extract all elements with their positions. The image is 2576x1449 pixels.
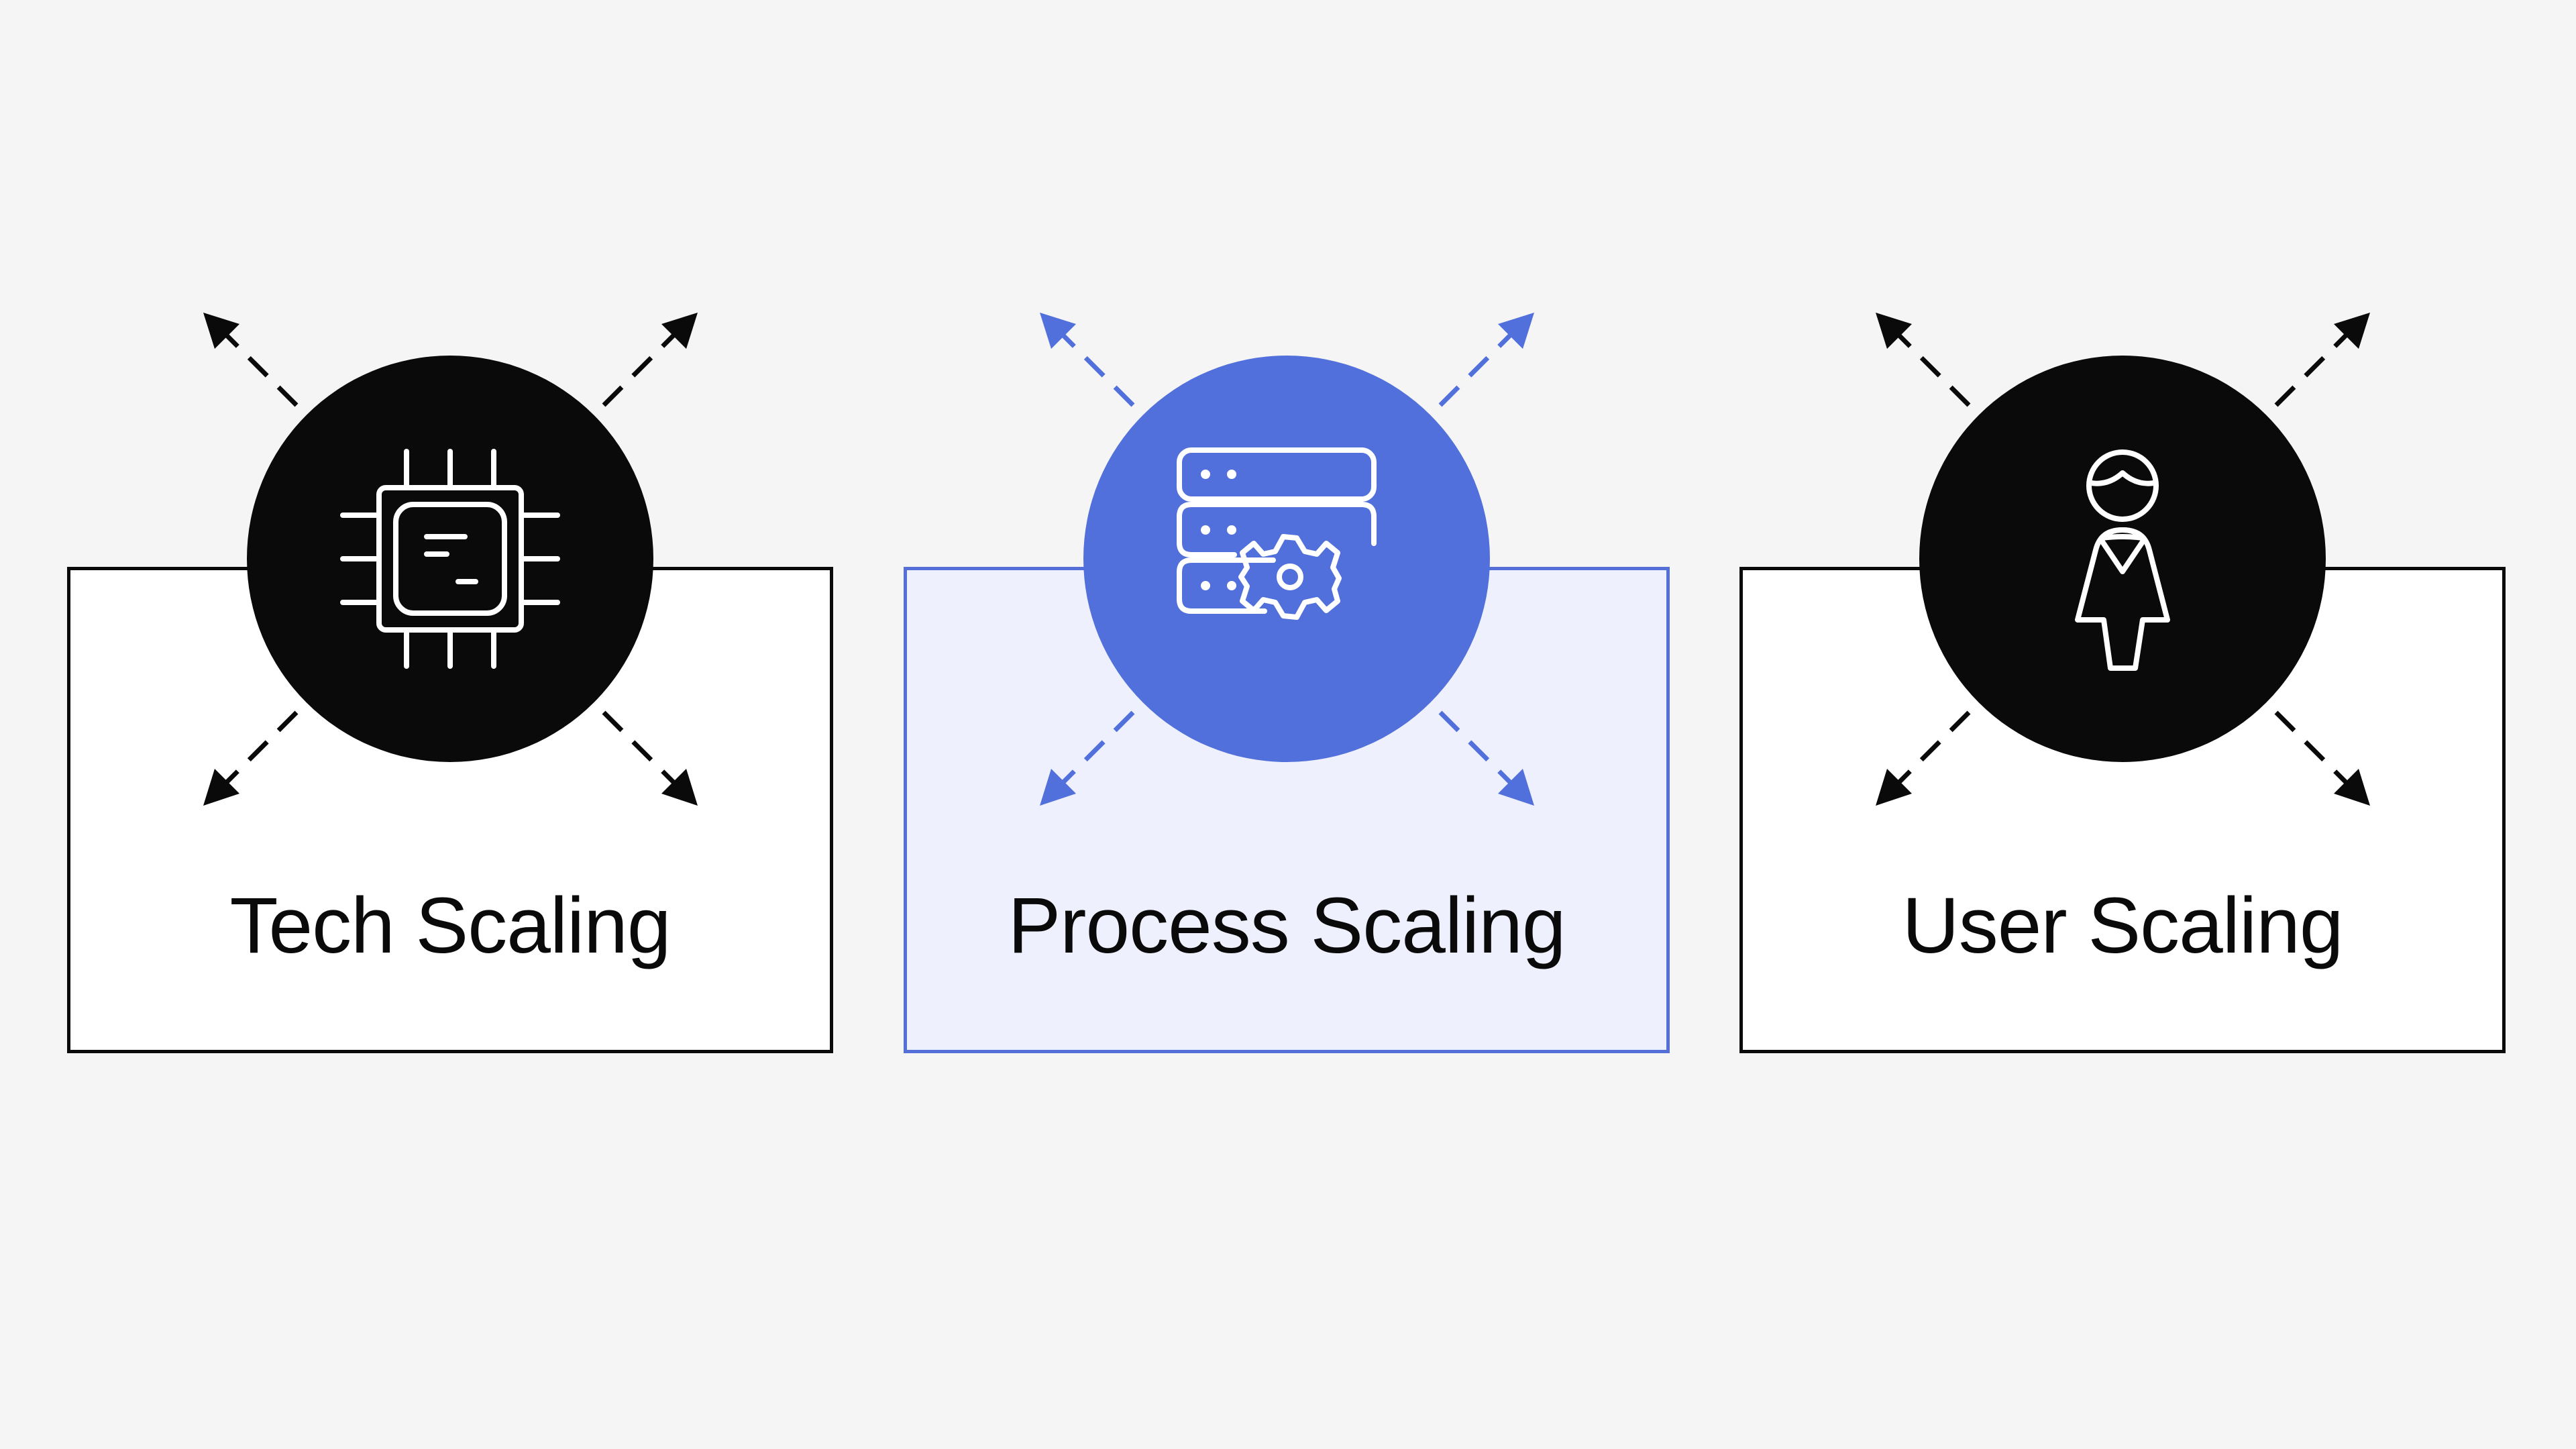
chip-icon bbox=[340, 449, 560, 669]
user-scaling-label: User Scaling bbox=[1902, 881, 2344, 970]
tech-scaling-label: Tech Scaling bbox=[229, 881, 671, 970]
process-scaling-circle bbox=[1083, 356, 1490, 762]
user-icon bbox=[2075, 449, 2170, 671]
process-scaling-label: Process Scaling bbox=[1008, 881, 1566, 970]
user-scaling-circle bbox=[1919, 356, 2326, 762]
tech-scaling-circle bbox=[247, 356, 653, 762]
server-gear-icon bbox=[1177, 447, 1377, 620]
